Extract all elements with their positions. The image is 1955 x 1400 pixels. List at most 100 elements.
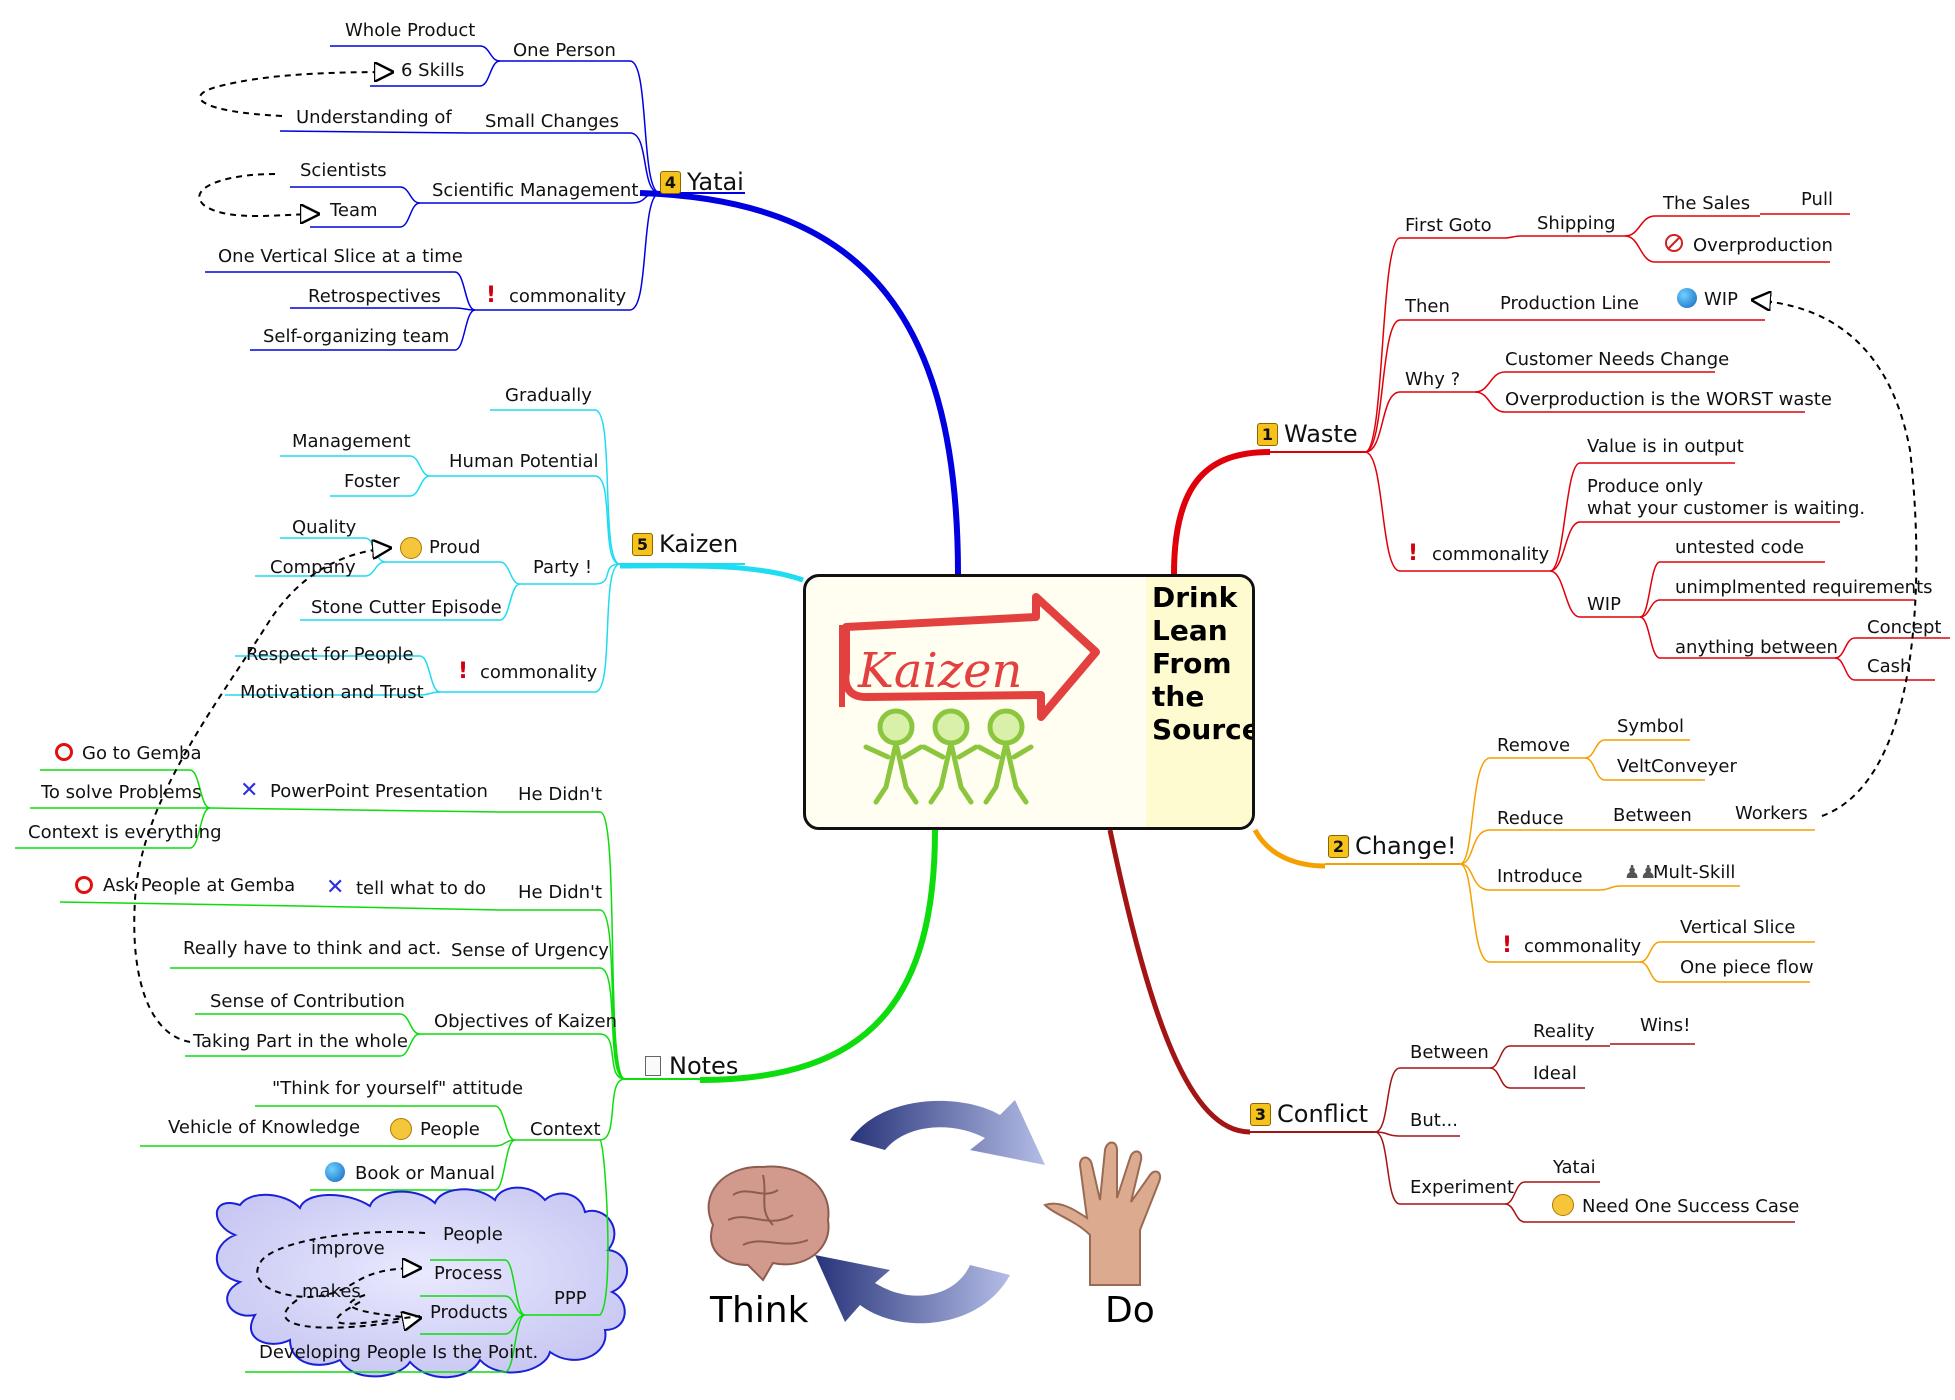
label-improve: improve	[311, 1238, 385, 1259]
node-tell-what-to-do[interactable]: tell what to do	[356, 878, 487, 899]
node-ppp-products[interactable]: Products	[430, 1302, 508, 1323]
node-then[interactable]: Then	[1405, 296, 1450, 317]
node-he-didnt-2[interactable]: He Didn't	[518, 882, 603, 903]
node-proud[interactable]: Proud	[429, 537, 481, 558]
node-self-organizing[interactable]: Self-organizing team	[263, 326, 450, 347]
node-need-one-success[interactable]: Need One Success Case	[1582, 1196, 1800, 1217]
node-customer-needs-change[interactable]: Customer Needs Change	[1505, 349, 1730, 370]
topic-notes[interactable]: Notes	[645, 1052, 738, 1080]
node-one-vertical-slice[interactable]: One Vertical Slice at a time	[218, 246, 463, 267]
node-conflict-between[interactable]: Between	[1410, 1042, 1489, 1063]
node-understanding-of[interactable]: Understanding of	[296, 107, 452, 128]
node-ideal[interactable]: Ideal	[1533, 1063, 1577, 1084]
node-unimplemented-requirements[interactable]: unimplmented requirements	[1675, 577, 1933, 598]
node-the-sales[interactable]: The Sales	[1663, 193, 1751, 214]
node-management[interactable]: Management	[292, 431, 411, 452]
node-vehicle-knowledge[interactable]: Vehicle of Knowledge	[168, 1117, 361, 1138]
node-ppp-process[interactable]: Process	[434, 1263, 503, 1284]
node-foster[interactable]: Foster	[344, 471, 400, 492]
node-sense-urgency[interactable]: Sense of Urgency	[451, 940, 609, 961]
node-conflict-yatai[interactable]: Yatai	[1553, 1157, 1596, 1178]
node-introduce[interactable]: Introduce	[1497, 866, 1583, 887]
smiley-icon	[390, 1118, 412, 1140]
node-context[interactable]: Context	[530, 1119, 601, 1140]
node-solve-problems[interactable]: To solve Problems	[41, 782, 202, 803]
node-waste-commonality[interactable]: commonality	[1432, 544, 1550, 565]
node-powerpoint[interactable]: PowerPoint Presentation	[270, 781, 488, 802]
node-between-reduce[interactable]: Between	[1613, 805, 1692, 826]
node-developing-people[interactable]: Developing People Is the Point.	[259, 1342, 539, 1363]
node-concept[interactable]: Concept	[1867, 617, 1942, 638]
node-production-line[interactable]: Production Line	[1500, 293, 1639, 314]
node-experiment[interactable]: Experiment	[1410, 1177, 1515, 1198]
node-reduce[interactable]: Reduce	[1497, 808, 1564, 829]
node-whole-product[interactable]: Whole Product	[345, 20, 476, 41]
node-anything-between[interactable]: anything between	[1675, 637, 1838, 658]
topic-change-label: Change!	[1355, 832, 1457, 860]
node-stone-cutter[interactable]: Stone Cutter Episode	[311, 597, 502, 618]
node-symbol[interactable]: Symbol	[1617, 716, 1685, 737]
node-vertical-slice[interactable]: Vertical Slice	[1680, 917, 1796, 938]
node-scientific-management[interactable]: Scientific Management	[432, 180, 639, 201]
node-respect-people[interactable]: Respect for People	[246, 644, 414, 665]
node-go-to-gemba[interactable]: Go to Gemba	[82, 743, 202, 764]
node-really-think[interactable]: Really have to think and act.	[183, 938, 442, 959]
node-objectives-kaizen[interactable]: Objectives of Kaizen	[434, 1011, 617, 1032]
node-overproduction[interactable]: Overproduction	[1693, 235, 1833, 256]
node-cash[interactable]: Cash	[1867, 656, 1912, 677]
kaizen-logo: Kaizen	[839, 593, 1100, 805]
node-ppp[interactable]: PPP	[554, 1288, 587, 1309]
node-small-changes[interactable]: Small Changes	[485, 111, 620, 132]
node-quality[interactable]: Quality	[292, 517, 357, 538]
node-think-yourself[interactable]: "Think for yourself" attitude	[272, 1078, 524, 1099]
node-yatai-commonality[interactable]: commonality	[509, 286, 627, 307]
node-he-didnt-1[interactable]: He Didn't	[518, 784, 603, 805]
node-remove[interactable]: Remove	[1497, 735, 1571, 756]
node-book-manual[interactable]: Book or Manual	[355, 1163, 496, 1184]
node-but[interactable]: But...	[1410, 1110, 1458, 1131]
node-gradually[interactable]: Gradually	[505, 385, 592, 406]
node-human-potential[interactable]: Human Potential	[449, 451, 599, 472]
node-company[interactable]: Company	[270, 557, 356, 578]
node-ask-people-gemba[interactable]: Ask People at Gemba	[103, 875, 296, 896]
node-pull[interactable]: Pull	[1801, 189, 1833, 210]
node-change-commonality[interactable]: commonality	[1524, 936, 1642, 957]
node-veltconveyer[interactable]: VeltConveyer	[1617, 756, 1737, 777]
central-topic[interactable]: Kaizen Drink Lean From the Source	[803, 574, 1255, 830]
node-overproduction-worst[interactable]: Overproduction is the WORST waste	[1505, 389, 1832, 410]
node-wins[interactable]: Wins!	[1640, 1015, 1691, 1036]
node-ppp-people[interactable]: People	[443, 1224, 503, 1245]
node-produce-only[interactable]: Produce only what your customer is waiti…	[1587, 476, 1866, 519]
node-party[interactable]: Party !	[533, 557, 593, 578]
node-taking-part[interactable]: Taking Part in the whole	[193, 1031, 408, 1052]
node-scientists[interactable]: Scientists	[300, 160, 387, 181]
node-6-skills[interactable]: 6 Skills	[401, 60, 465, 81]
central-title: Drink Lean From the Source	[1146, 577, 1252, 827]
node-first-goto[interactable]: First Goto	[1405, 215, 1492, 236]
label-do: Do	[1105, 1290, 1155, 1331]
node-shipping[interactable]: Shipping	[1537, 213, 1616, 234]
node-people-notes[interactable]: People	[420, 1119, 480, 1140]
node-wip-top[interactable]: WIP	[1704, 289, 1738, 310]
node-sense-contribution[interactable]: Sense of Contribution	[210, 991, 405, 1012]
node-value-output[interactable]: Value is in output	[1587, 436, 1744, 457]
node-reality[interactable]: Reality	[1533, 1021, 1595, 1042]
node-motivation-trust[interactable]: Motivation and Trust	[240, 682, 424, 703]
node-workers[interactable]: Workers	[1735, 803, 1808, 824]
node-context-everything[interactable]: Context is everything	[28, 822, 222, 843]
node-kaizen-commonality[interactable]: commonality	[480, 662, 598, 683]
node-one-piece-flow[interactable]: One piece flow	[1680, 957, 1814, 978]
node-team[interactable]: Team	[330, 200, 378, 221]
node-wip-sub[interactable]: WIP	[1587, 594, 1621, 615]
node-untested-code[interactable]: untested code	[1675, 537, 1805, 558]
exclamation-icon: !	[458, 659, 469, 684]
node-one-person[interactable]: One Person	[513, 40, 616, 61]
node-mult-skill[interactable]: Mult-Skill	[1653, 862, 1736, 883]
node-why[interactable]: Why ?	[1405, 369, 1461, 390]
node-retrospectives[interactable]: Retrospectives	[308, 286, 441, 307]
